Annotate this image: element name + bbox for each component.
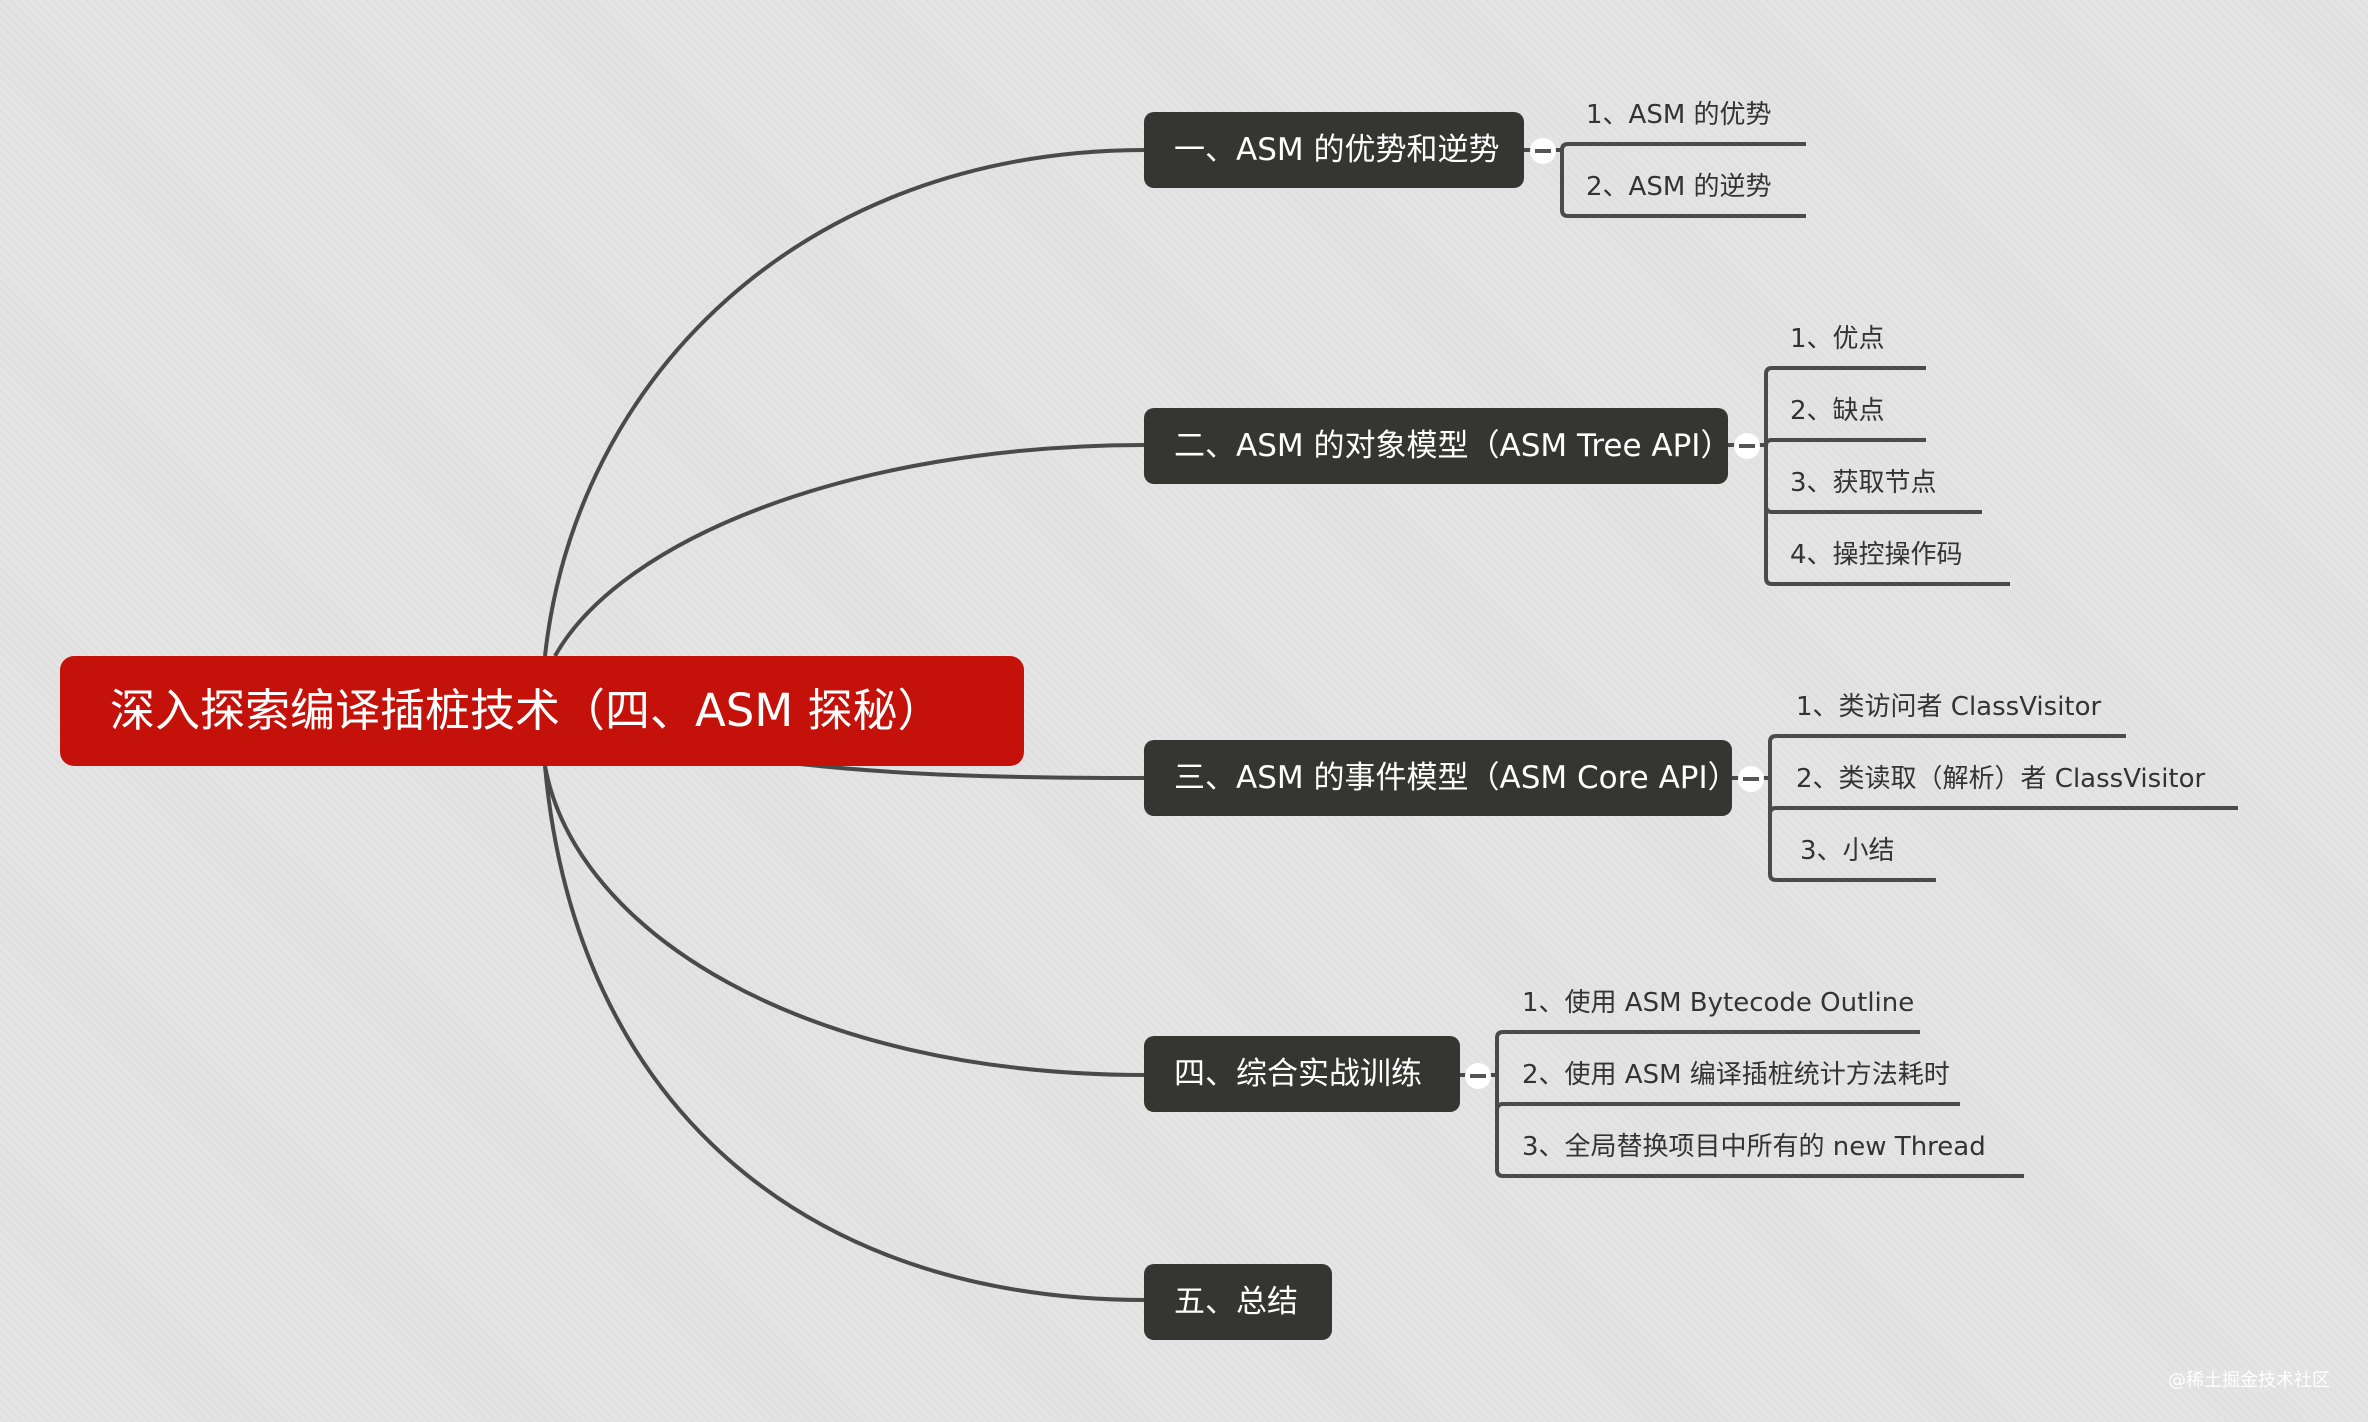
- branch-topic-5[interactable]: 五、总结: [1144, 1264, 1332, 1340]
- connector-root-branch-5: [543, 765, 1147, 1302]
- branch-topic-1[interactable]: 一、ASM 的优势和逆势: [1144, 112, 1524, 188]
- branch-topic-3[interactable]: 三、ASM 的事件模型（ASM Core API）: [1144, 740, 1739, 816]
- branch-topic-2[interactable]: 二、ASM 的对象模型（ASM Tree API）: [1144, 408, 1731, 484]
- collapse-toggle-icon[interactable]: [1530, 138, 1556, 164]
- collapse-toggle-icon[interactable]: [1738, 766, 1764, 792]
- subtopic-2-4[interactable]: 4、操控操作码: [1790, 540, 1963, 570]
- connector-root-branch-3: [799, 762, 1147, 780]
- subtopic-3-3[interactable]: 3、小结: [1800, 836, 1895, 866]
- subtopic-3-1[interactable]: 1、类访问者 ClassVisitor: [1796, 692, 2102, 722]
- branch-topic-4[interactable]: 四、综合实战训练: [1144, 1036, 1460, 1112]
- connector-root-branch-1: [543, 148, 1147, 657]
- connector-root-branch-4: [543, 765, 1147, 1077]
- subtopic-2-2[interactable]: 2、缺点: [1790, 396, 1885, 426]
- subtopic-3-2[interactable]: 2、类读取（解析）者 ClassVisitor: [1796, 764, 2206, 794]
- subtopic-2-1[interactable]: 1、优点: [1790, 324, 1885, 354]
- connector-root-branch-2: [553, 443, 1147, 657]
- subtopic-1-2[interactable]: 2、ASM 的逆势: [1586, 172, 1772, 202]
- subtopic-4-2[interactable]: 2、使用 ASM 编译插桩统计方法耗时: [1522, 1060, 1950, 1090]
- collapse-toggle-icon[interactable]: [1465, 1063, 1491, 1089]
- subtopic-1-1[interactable]: 1、ASM 的优势: [1586, 100, 1772, 130]
- subtopic-4-3[interactable]: 3、全局替换项目中所有的 new Thread: [1522, 1132, 1986, 1162]
- collapse-toggle-icon[interactable]: [1734, 433, 1760, 459]
- subtopic-4-1[interactable]: 1、使用 ASM Bytecode Outline: [1522, 988, 1915, 1018]
- watermark: @稀土掘金技术社区: [2168, 1370, 2330, 1391]
- subtopic-2-3[interactable]: 3、获取节点: [1790, 468, 1937, 498]
- central-topic[interactable]: 深入探索编译插桩技术（四、ASM 探秘）: [60, 656, 1024, 766]
